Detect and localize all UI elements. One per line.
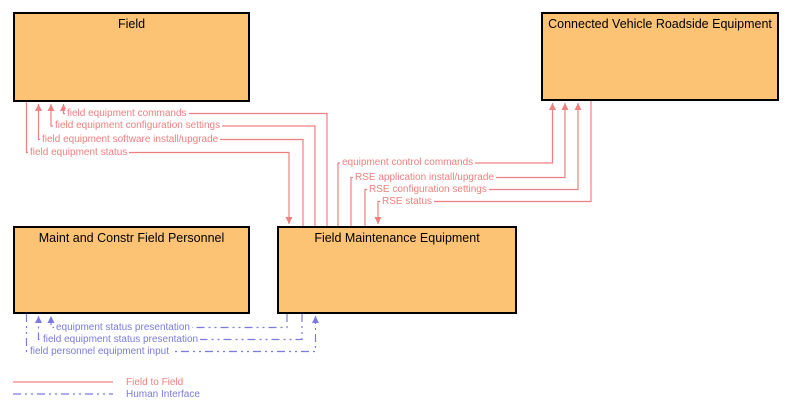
flow-line-equipment-status-presentation bbox=[47, 314, 288, 329]
flow-label-equipment-status-presentation: equipment status presentation bbox=[54, 321, 192, 333]
entity-title-field: Field bbox=[117, 17, 146, 31]
flow-line-field-equipment-commands bbox=[60, 104, 328, 226]
entity-title-connected-vehicle-roadside-equipment: Connected Vehicle Roadside Equipment bbox=[548, 17, 772, 31]
legend-label-field-to-field: Field to Field bbox=[126, 376, 184, 388]
flow-label-field-equipment-status: field equipment status bbox=[28, 146, 130, 158]
flow-line-field-personnel-equipment-input bbox=[25, 314, 319, 353]
flow-label-field-equipment-status-presentation: field equipment status presentation bbox=[41, 333, 201, 345]
entity-box-field-maintenance-equipment: Field Maintenance Equipment bbox=[277, 226, 517, 314]
entity-box-connected-vehicle-roadside-equipment: Connected Vehicle Roadside Equipment bbox=[541, 12, 779, 101]
flow-label-field-equipment-commands: field equipment commands bbox=[65, 107, 189, 119]
legend-label-human-interface: Human Interface bbox=[126, 388, 200, 400]
flow-label-rse-application-install-upgrade: RSE application install/upgrade bbox=[353, 171, 496, 183]
flow-line-field-equipment-status bbox=[25, 102, 293, 224]
entity-box-field: Field bbox=[13, 12, 250, 102]
flow-label-rse-configuration-settings: RSE configuration settings bbox=[367, 183, 489, 195]
flow-label-field-personnel-equipment-input: field personnel equipment input bbox=[28, 345, 171, 357]
flow-label-rse-status: RSE status bbox=[380, 195, 435, 207]
flow-label-equipment-control-commands: equipment control commands bbox=[340, 157, 476, 168]
flow-line-rse-status bbox=[374, 101, 592, 224]
entity-title-maint-and-constr-field-personnel: Maint and Constr Field Personnel bbox=[38, 231, 225, 245]
entity-title-field-maintenance-equipment: Field Maintenance Equipment bbox=[314, 231, 480, 245]
flow-label-field-equipment-software-install-upgrade: field equipment software install/upgrade bbox=[40, 133, 221, 145]
entity-box-maint-and-constr-field-personnel: Maint and Constr Field Personnel bbox=[13, 226, 250, 314]
flow-label-field-equipment-configuration-settings: field equipment configuration settings bbox=[53, 120, 223, 131]
